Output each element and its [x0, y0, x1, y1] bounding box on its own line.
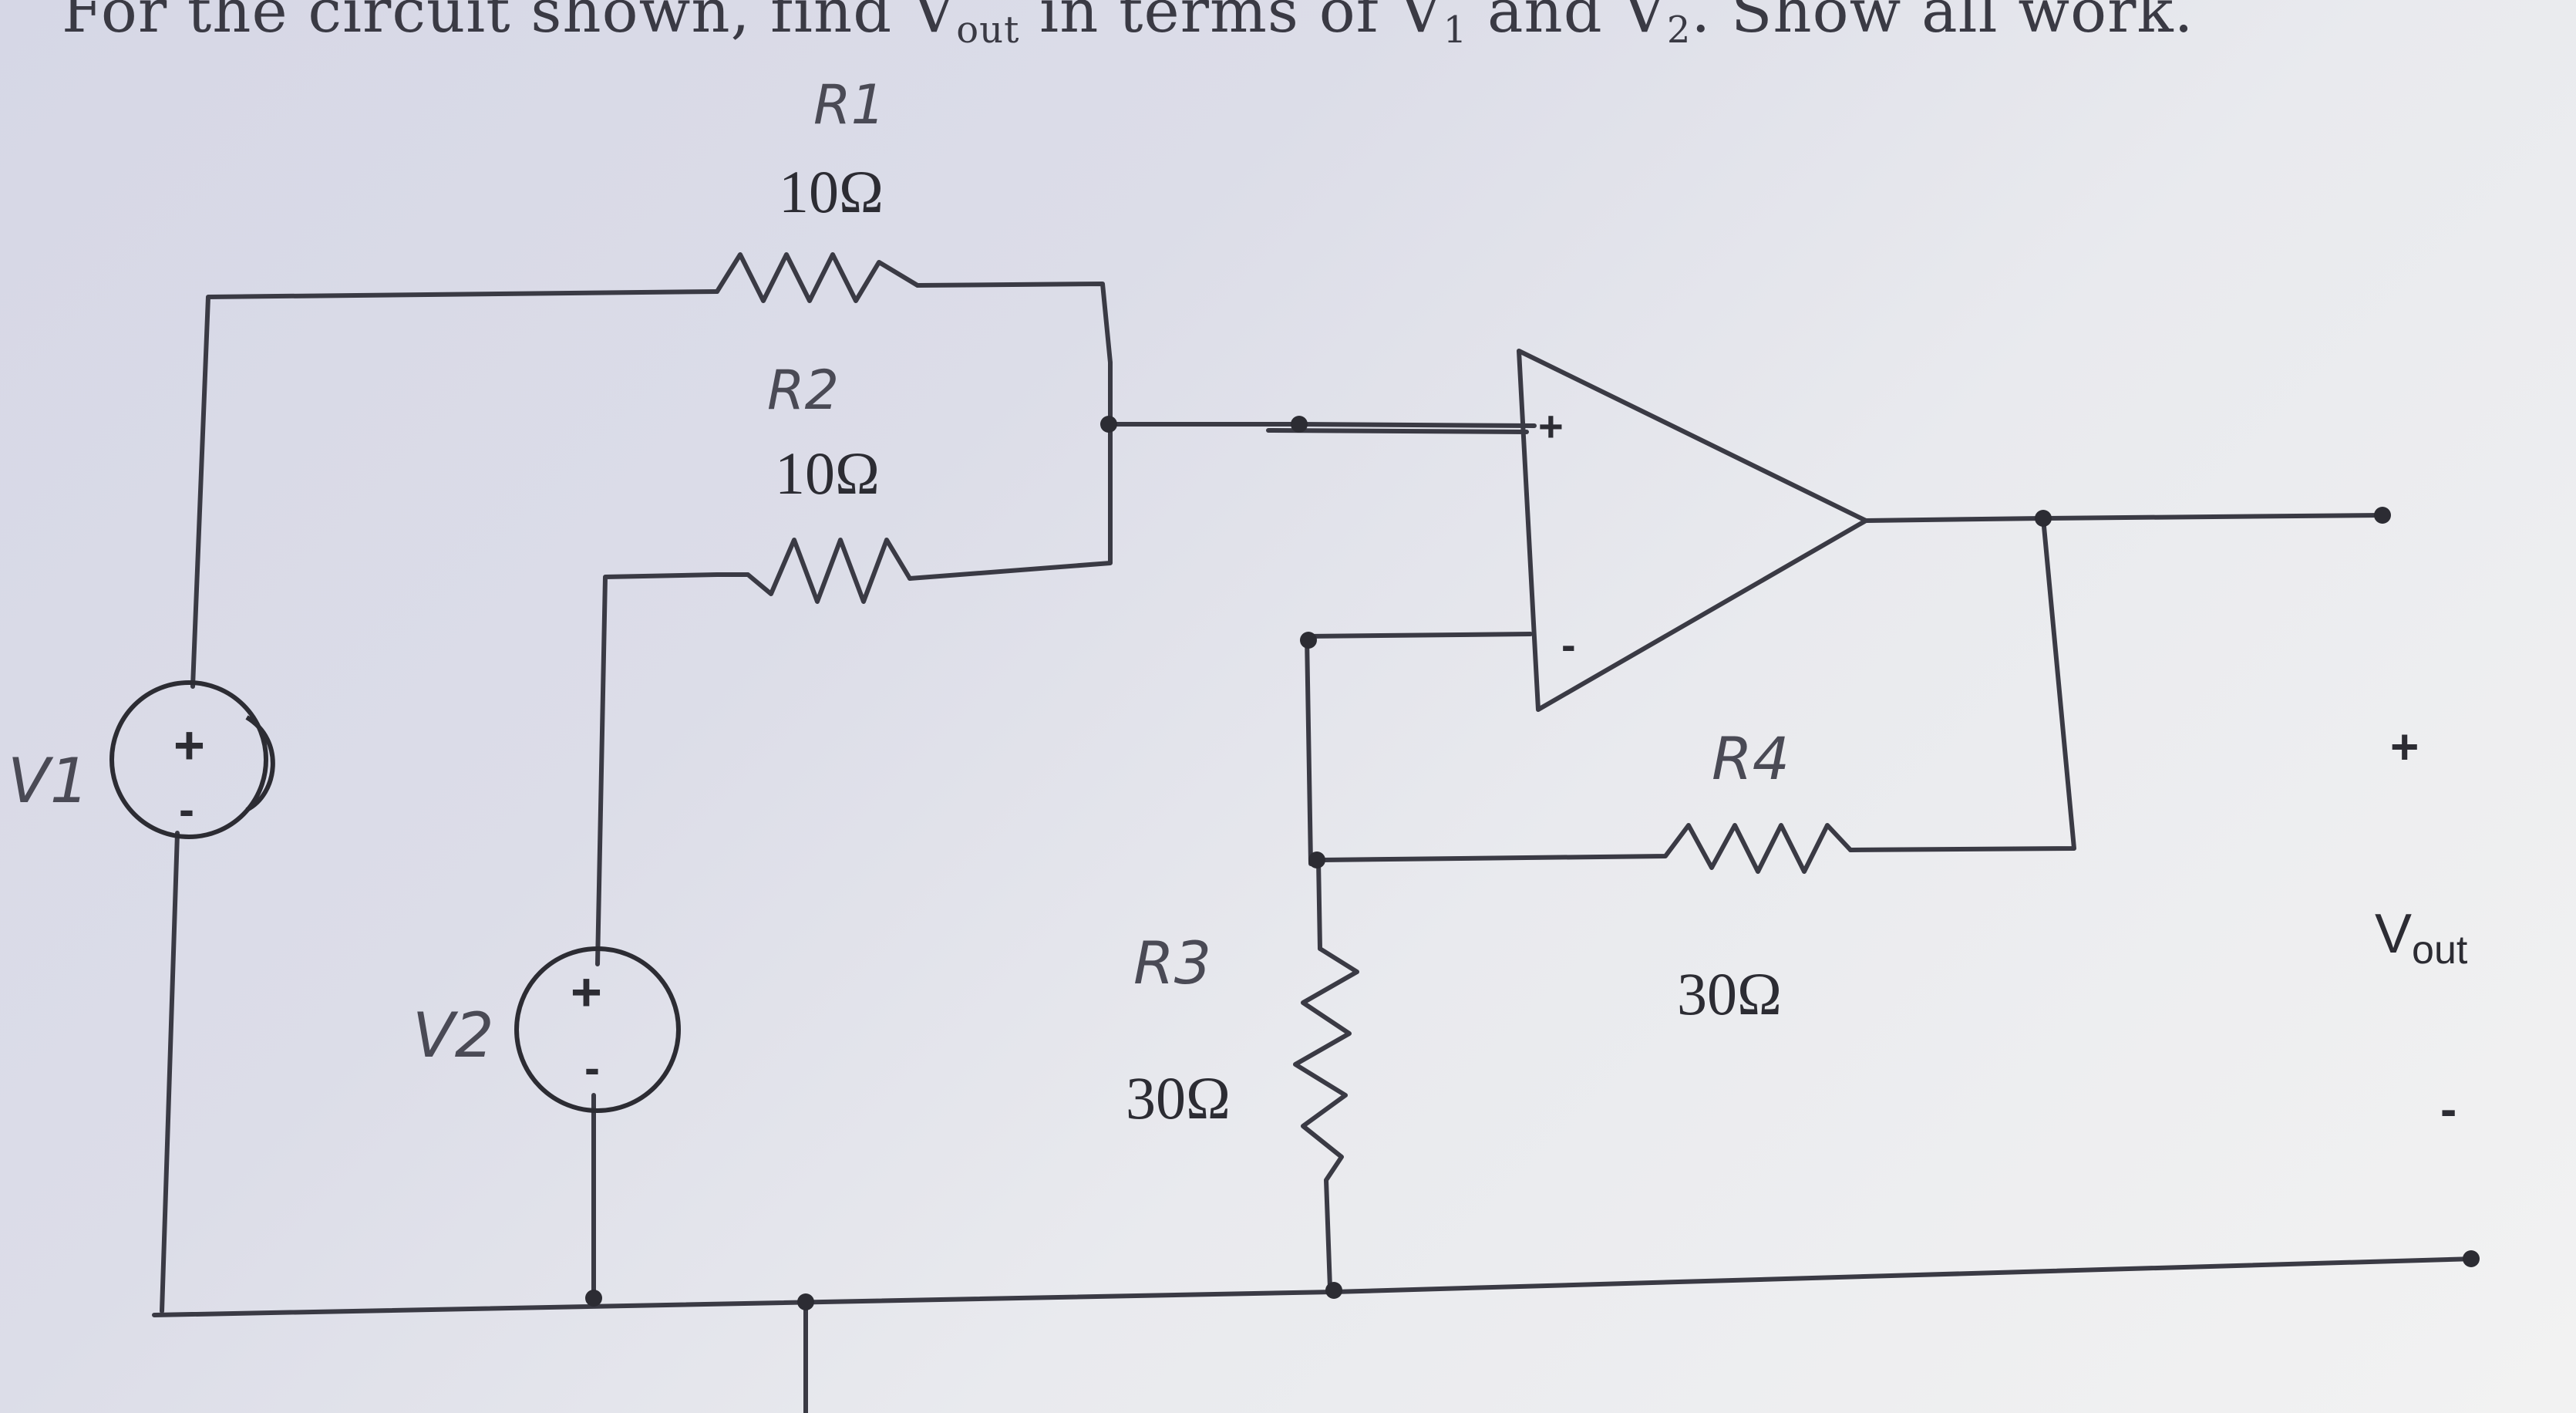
wire-v2-up	[595, 572, 719, 966]
r3-resistor-symbol	[1293, 946, 1359, 1290]
node-r3-r4	[1308, 852, 1325, 868]
node-mid-wire	[1291, 416, 1308, 433]
node-output-terminal-plus	[2374, 507, 2391, 524]
v1-source-symbol	[109, 680, 268, 839]
node-opamp-minus	[1300, 632, 1317, 649]
v1-plus-sign: +	[173, 715, 205, 775]
question-text: For the circuit shown, find Vout in term…	[62, 0, 2194, 52]
node-output-split	[2035, 510, 2052, 527]
r2-resistor-symbol	[715, 538, 912, 604]
v2-label: V2	[412, 1000, 494, 1071]
v1-source-tail	[245, 715, 275, 812]
r2-label: R2	[767, 359, 839, 422]
v2-minus-sign: -	[584, 1042, 600, 1094]
r1-resistor-symbol	[715, 252, 1113, 365]
opamp-plus-sign: +	[1538, 402, 1564, 450]
r1-label: R1	[813, 73, 885, 137]
wire-node-to-opamp-plus-2	[1266, 428, 1529, 434]
v1-minus-sign: -	[179, 784, 194, 835]
r3-value: 30Ω	[1126, 1064, 1231, 1131]
wire-opamp-minus	[1305, 632, 1533, 866]
opamp-symbol	[1517, 349, 1868, 712]
node-ground-v2	[585, 1290, 602, 1307]
wire-opamp-output	[1864, 513, 2385, 523]
wire-v1-bottom	[160, 831, 180, 1314]
wire-feedback-down	[1848, 516, 2076, 852]
node-output-terminal-minus	[2463, 1250, 2480, 1267]
vout-label: Vout	[2375, 903, 2468, 973]
wire-node-to-opamp-plus	[1106, 360, 1537, 428]
node-ground-mid	[797, 1293, 814, 1310]
r3-label: R3	[1133, 929, 1211, 997]
ground-wire	[152, 1256, 2477, 1317]
v2-plus-sign: +	[571, 962, 602, 1022]
node-ground-r3	[1325, 1282, 1342, 1299]
output-plus-sign: +	[2390, 719, 2419, 774]
v1-label: V1	[8, 745, 89, 817]
wire-r2-right	[907, 422, 1113, 581]
r4-value: 30Ω	[1677, 960, 1782, 1027]
r4-label: R4	[1712, 724, 1790, 793]
r4-resistor-symbol	[1320, 823, 1853, 874]
v2-source-symbol	[514, 946, 681, 1113]
wire-v1-top	[190, 289, 719, 689]
opamp-minus-sign: -	[1561, 620, 1576, 669]
r2-value: 10Ω	[775, 440, 880, 507]
junction-dots	[585, 416, 2480, 1310]
wire-r3-top	[1316, 858, 1322, 951]
node-opamp-plus	[1100, 416, 1117, 433]
output-minus-sign: -	[2440, 1081, 2456, 1137]
r1-value: 10Ω	[779, 158, 884, 225]
